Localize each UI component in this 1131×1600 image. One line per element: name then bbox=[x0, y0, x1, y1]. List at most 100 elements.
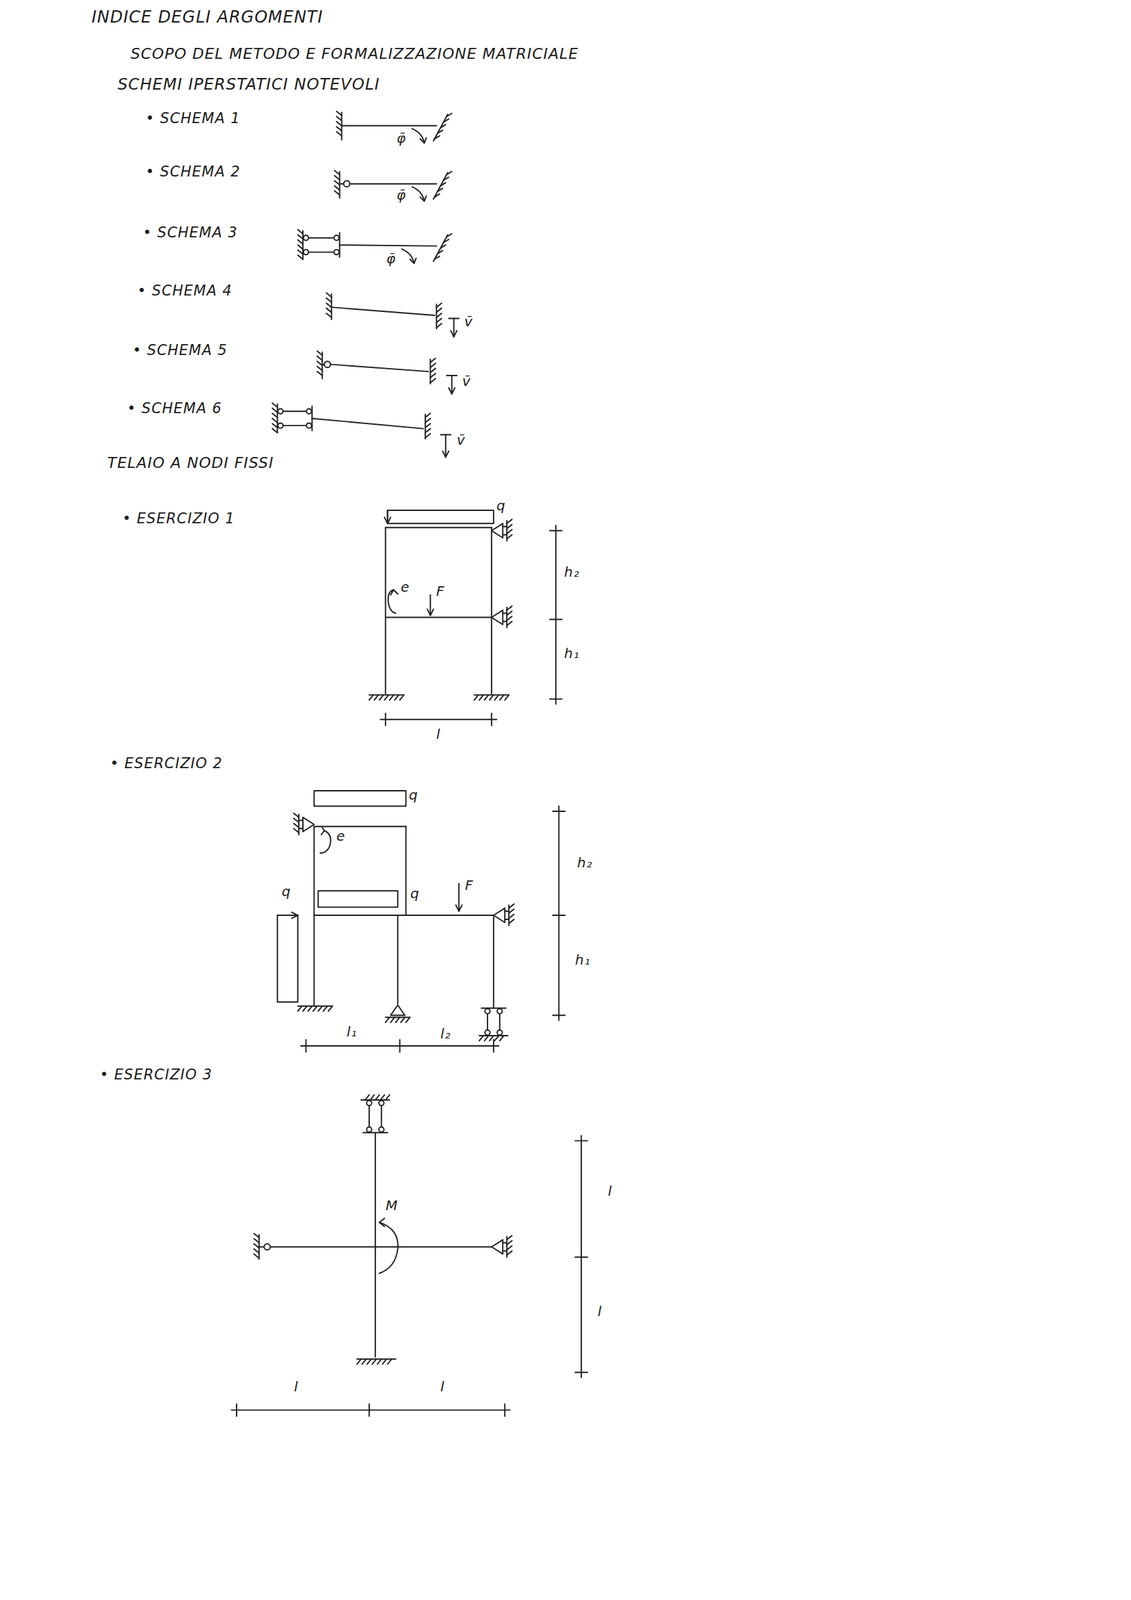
schema-label: • SCHEMA 1 bbox=[145, 110, 241, 127]
rotated-wall bbox=[433, 114, 448, 141]
wall-hatch bbox=[508, 903, 514, 909]
wall-hatch bbox=[440, 124, 446, 128]
wall-hatch bbox=[272, 402, 277, 407]
wall-hatch bbox=[434, 194, 439, 197]
ground-hatch bbox=[389, 694, 394, 700]
schema-label: • SCHEMA 2 bbox=[145, 163, 241, 180]
support-triangle bbox=[302, 817, 314, 832]
displacement-symbol: v̄ bbox=[456, 432, 466, 448]
ground-hatch bbox=[400, 1016, 405, 1022]
support-link bbox=[502, 525, 507, 528]
ground-hatch bbox=[504, 694, 509, 700]
moment-label: M bbox=[385, 1197, 398, 1214]
moment-arc bbox=[379, 1221, 398, 1274]
wall-hatch bbox=[437, 250, 443, 254]
ground-hatch bbox=[307, 1005, 312, 1011]
wall-hatch bbox=[506, 611, 512, 616]
ground-hatch bbox=[317, 1005, 323, 1011]
load-arrow bbox=[277, 914, 299, 916]
force-label: F bbox=[436, 583, 446, 600]
arrow-head bbox=[379, 1217, 385, 1227]
displacement-symbol: v̄ bbox=[464, 313, 474, 330]
page-title: INDICE DEGLI ARGOMENTI bbox=[91, 8, 324, 28]
wall-hatch bbox=[334, 170, 340, 175]
hinge bbox=[333, 235, 339, 241]
wall-hatch bbox=[334, 190, 340, 195]
wall-hatch bbox=[326, 302, 331, 308]
member-line bbox=[493, 914, 495, 1008]
hinge bbox=[497, 1007, 502, 1013]
wall-hatch bbox=[443, 177, 449, 180]
ground-hatch bbox=[384, 694, 389, 700]
dimension-label: h₁ bbox=[575, 951, 591, 968]
support-link bbox=[502, 1249, 507, 1252]
dimension-label: l bbox=[436, 726, 442, 742]
wall-hatch bbox=[317, 350, 323, 355]
wall-hatch bbox=[506, 529, 512, 534]
wall-hatch bbox=[443, 239, 449, 243]
rotated-wall bbox=[433, 172, 448, 199]
wall-hatch bbox=[272, 428, 277, 433]
dimension-tick bbox=[552, 1014, 565, 1016]
ground-hatch bbox=[365, 1094, 370, 1100]
wall-hatch bbox=[336, 131, 342, 137]
dimension-tick bbox=[575, 1139, 588, 1142]
ground-hatch bbox=[367, 1358, 372, 1364]
hinge bbox=[366, 1100, 372, 1106]
schema-label: • SCHEMA 5 bbox=[132, 341, 228, 359]
ground-hatch bbox=[385, 1016, 390, 1022]
section-heading: SCHEMI IPERSTATICI NOTEVOLI bbox=[117, 75, 381, 93]
wall-hatch bbox=[297, 229, 303, 234]
wall-hatch bbox=[272, 413, 277, 418]
dimension-label: h₂ bbox=[564, 564, 580, 580]
ground-hatch bbox=[494, 1035, 499, 1041]
moment-label: e bbox=[400, 579, 410, 595]
ground-hatch bbox=[380, 1094, 385, 1100]
wall-hatch bbox=[434, 136, 439, 139]
wall-hatch bbox=[294, 813, 299, 818]
wall-hatch bbox=[253, 1232, 259, 1237]
dimension-tick bbox=[490, 713, 493, 726]
rotation-symbol: φ̄ bbox=[386, 250, 396, 267]
dimension-tick bbox=[552, 810, 565, 812]
wall-hatch bbox=[506, 1250, 512, 1255]
support-link bbox=[502, 620, 507, 623]
ground-hatch bbox=[302, 1005, 308, 1011]
hinge bbox=[333, 249, 339, 255]
hinge bbox=[303, 249, 309, 255]
wall-hatch bbox=[326, 292, 331, 297]
support-link bbox=[504, 910, 509, 912]
ground-hatch bbox=[474, 694, 479, 700]
member-line bbox=[384, 527, 387, 694]
wall-hatch bbox=[508, 908, 514, 913]
arrow-head bbox=[419, 196, 427, 202]
wall-hatch bbox=[506, 605, 512, 610]
ground-hatch bbox=[499, 694, 504, 700]
wall-hatch bbox=[446, 233, 452, 237]
wall-hatch bbox=[317, 366, 323, 371]
wall-hatch bbox=[317, 356, 323, 361]
wall-hatch bbox=[326, 308, 331, 313]
ground-hatch bbox=[489, 694, 494, 700]
ground-hatch bbox=[328, 1005, 333, 1011]
wall-hatch bbox=[436, 308, 442, 313]
hinge bbox=[306, 422, 312, 428]
wall-hatch bbox=[506, 534, 512, 539]
load-arrow bbox=[458, 883, 460, 911]
arrow-head bbox=[456, 904, 463, 911]
wall-hatch bbox=[297, 234, 303, 239]
wall-hatch bbox=[297, 244, 303, 249]
wall-hatch bbox=[294, 817, 299, 822]
ground-hatch bbox=[385, 1094, 390, 1100]
wall-hatch bbox=[317, 371, 323, 376]
hinge bbox=[306, 408, 312, 414]
ground-hatch bbox=[375, 1094, 380, 1100]
arrow-head bbox=[419, 138, 427, 143]
dimension-label: h₂ bbox=[577, 854, 593, 871]
ground-hatch bbox=[379, 694, 384, 700]
distributed-load bbox=[387, 510, 494, 524]
ground-hatch bbox=[390, 1016, 395, 1022]
hinge bbox=[378, 1100, 384, 1106]
ground-hatch bbox=[297, 1005, 302, 1011]
hinge bbox=[378, 1126, 384, 1132]
